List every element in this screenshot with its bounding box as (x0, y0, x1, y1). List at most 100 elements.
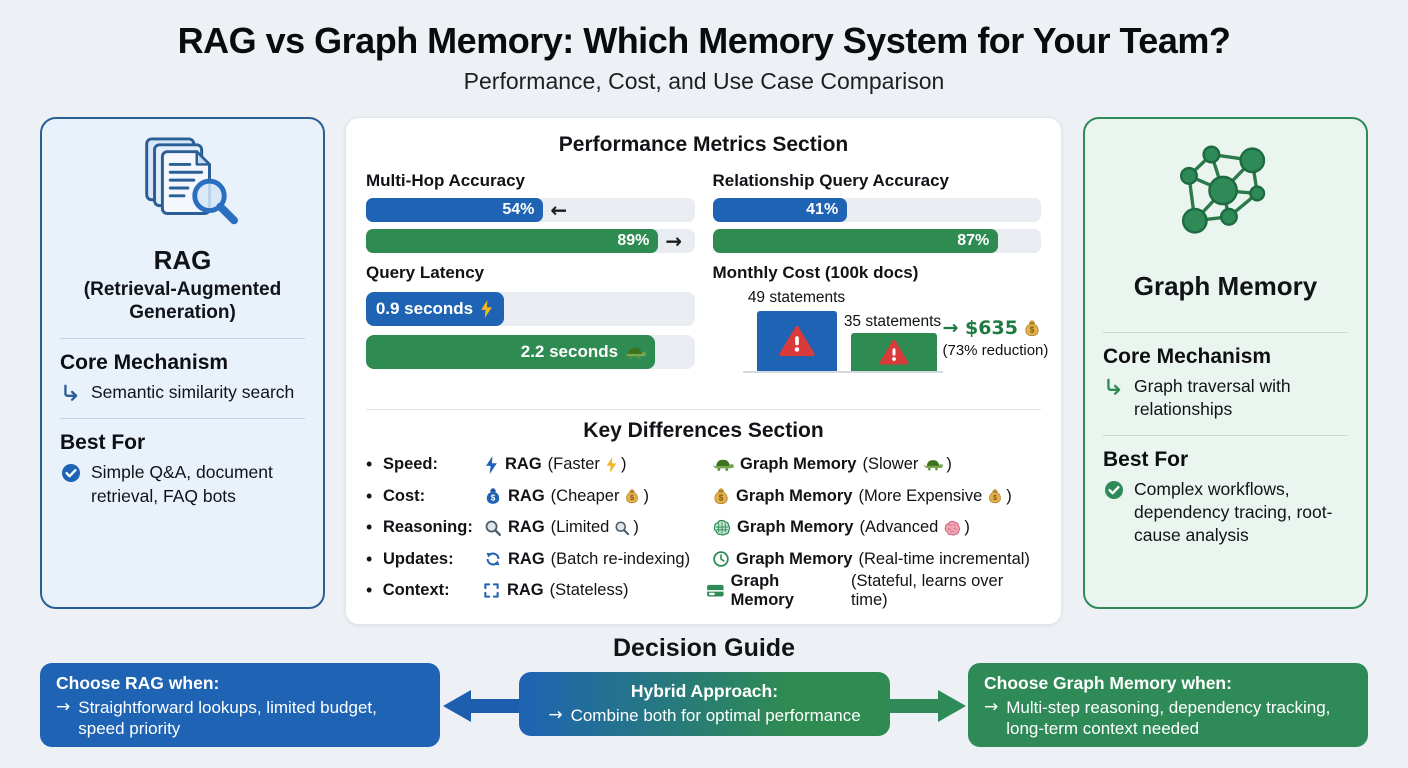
bullet: • (366, 485, 373, 506)
graph-name: Graph Memory (736, 486, 853, 505)
rag-name: RAG (506, 581, 544, 600)
decision-guide-heading: Decision Guide (613, 634, 795, 662)
rag-name: RAG (508, 518, 545, 537)
rag-cost-column (756, 311, 837, 371)
bullet: • (366, 548, 373, 569)
rag-desc: (Faster (547, 455, 600, 474)
metrics-card: Performance Metrics Section Multi-Hop Ac… (345, 117, 1062, 625)
graph-memory-card: Graph Memory Core Mechanism Graph traver… (1083, 117, 1368, 609)
graph-name: Graph Memory (730, 571, 794, 609)
choose-rag-box: Choose RAG when: → Straightforward looku… (40, 663, 440, 747)
rag-desc: (Stateless) (549, 581, 629, 600)
rag-name: RAG (508, 549, 545, 568)
relationship-graph-track: 87% (712, 229, 1041, 253)
rag-desc: (Limited (550, 518, 610, 537)
documents-search-icon (42, 119, 323, 239)
rag-core-mechanism-heading: Core Mechanism (60, 351, 229, 375)
choose-rag-text: Straightforward lookups, limited budget,… (78, 698, 377, 739)
graph-cost-column (850, 333, 937, 371)
graph-desc: (Slower (862, 455, 919, 474)
choose-graph-title: Choose Graph Memory when: (984, 673, 1232, 693)
rag-desc-close: ) (633, 518, 639, 537)
performance-metrics-heading: Performance Metrics Section (558, 133, 849, 156)
warning-triangle-icon (779, 325, 815, 358)
multi-hop-block: Multi-Hop Accuracy 54% ← 89% → (366, 161, 695, 253)
hybrid-approach-box: Hybrid Approach: → Combine both for opti… (519, 672, 890, 736)
relationship-rag-bar: 41% (712, 198, 848, 222)
graph-desc-close: ) (964, 518, 970, 537)
multi-hop-label: Multi-Hop Accuracy (366, 171, 526, 190)
kd-row-updates: • Updates: RAG (Batch re-indexing) Graph… (366, 544, 1041, 576)
kd-row-speed: • Speed: RAG (Faster) Graph Memory (Slow… (366, 449, 1041, 481)
graph-name: Graph Memory (740, 455, 857, 474)
cost-block: Monthly Cost (100k docs) 49 statements 3… (713, 253, 1048, 399)
kd-label: Speed: (383, 455, 439, 474)
magnifier-icon (484, 519, 502, 537)
lightning-icon (479, 300, 494, 318)
money-bag-icon (484, 487, 502, 505)
arrow-right-glyph: → (984, 697, 999, 717)
brackets-icon (482, 582, 501, 599)
money-bag-icon (712, 487, 730, 505)
rag-card-title: RAG (153, 245, 212, 275)
graph-desc: (Advanced (859, 518, 939, 537)
right-arrow-annotation: → (665, 229, 683, 253)
clock-icon (712, 550, 730, 568)
elbow-arrow-icon (1104, 377, 1124, 397)
rag-best-for-text: Simple Q&A, document retrieval, FAQ bots (91, 462, 273, 506)
graph-desc: (More Expensive (858, 486, 983, 505)
kd-row-reasoning: • Reasoning: RAG (Limited) Graph Memory … (366, 512, 1041, 544)
relationship-block: Relationship Query Accuracy 41% 87% (712, 161, 1041, 253)
memory-card-icon (706, 582, 725, 599)
relationship-graph-bar: 87% (712, 229, 999, 253)
page-title: RAG vs Graph Memory: Which Memory System… (177, 20, 1231, 61)
latency-block: Query Latency 0.9 seconds 2.2 seconds (366, 253, 695, 399)
graph-best-for-heading: Best For (1103, 448, 1189, 472)
rag-core-mechanism-row: Semantic similarity search (42, 379, 323, 404)
divider (1103, 435, 1348, 437)
rag-name: RAG (505, 455, 542, 474)
left-arrow-annotation: ← (550, 198, 568, 222)
divider (60, 418, 305, 420)
check-circle-icon (61, 463, 81, 483)
kd-label: Updates: (383, 549, 454, 568)
kd-label: Cost: (383, 486, 426, 505)
rag-core-mechanism-text: Semantic similarity search (91, 382, 295, 403)
kd-label: Reasoning: (383, 518, 473, 537)
rag-desc-close: ) (643, 486, 649, 505)
graph-core-mechanism-heading: Core Mechanism (1103, 345, 1272, 368)
multi-hop-graph-bar: 89% (366, 229, 659, 253)
money-bag-icon (624, 488, 640, 504)
refresh-icon (484, 550, 502, 568)
kd-label: Context: (382, 581, 450, 600)
kd-row-context: • Context: RAG (Stateless) Graph Memory … (366, 571, 1041, 609)
kd-row-cost: • Cost: RAG (Cheaper) Graph Memory (More… (366, 481, 1041, 513)
brain-icon (943, 520, 961, 536)
latency-rag-track: 0.9 seconds (366, 292, 695, 326)
graph-desc-close: ) (1006, 486, 1012, 505)
cost-mini-chart: 49 statements 35 statements → $635 (713, 287, 1048, 399)
hybrid-title: Hybrid Approach: (630, 681, 779, 701)
choose-graph-text: Multi-step reasoning, dependency trackin… (1006, 698, 1331, 739)
relationship-rag-track: 41% (712, 198, 1041, 222)
latency-graph-track: 2.2 seconds (366, 335, 695, 369)
arrow-to-graph-icon (890, 690, 966, 722)
turtle-icon (712, 456, 734, 473)
graph-core-mechanism-text: Graph traversal with relationships (1134, 376, 1291, 420)
cost-reduction-text: (73% reduction) (942, 342, 1049, 359)
multi-hop-graph-value: 89% (617, 232, 650, 249)
multi-hop-graph-track: 89% → (366, 229, 695, 253)
rag-desc-close: ) (620, 455, 627, 474)
rag-statements-label: 49 statements (747, 289, 846, 306)
warning-triangle-icon (879, 339, 909, 366)
graph-name: Graph Memory (736, 549, 853, 568)
graph-statements-label: 35 statements (843, 313, 942, 330)
arrow-to-rag-icon (443, 690, 519, 722)
cost-result: → $635 (73% reduction) (943, 317, 1051, 359)
choose-rag-title: Choose RAG when: (56, 673, 220, 693)
arrow-right-glyph: → (548, 705, 563, 725)
key-differences-heading: Key Differences Section (583, 419, 824, 442)
check-circle-icon (1104, 480, 1124, 500)
latency-label: Query Latency (366, 263, 485, 282)
